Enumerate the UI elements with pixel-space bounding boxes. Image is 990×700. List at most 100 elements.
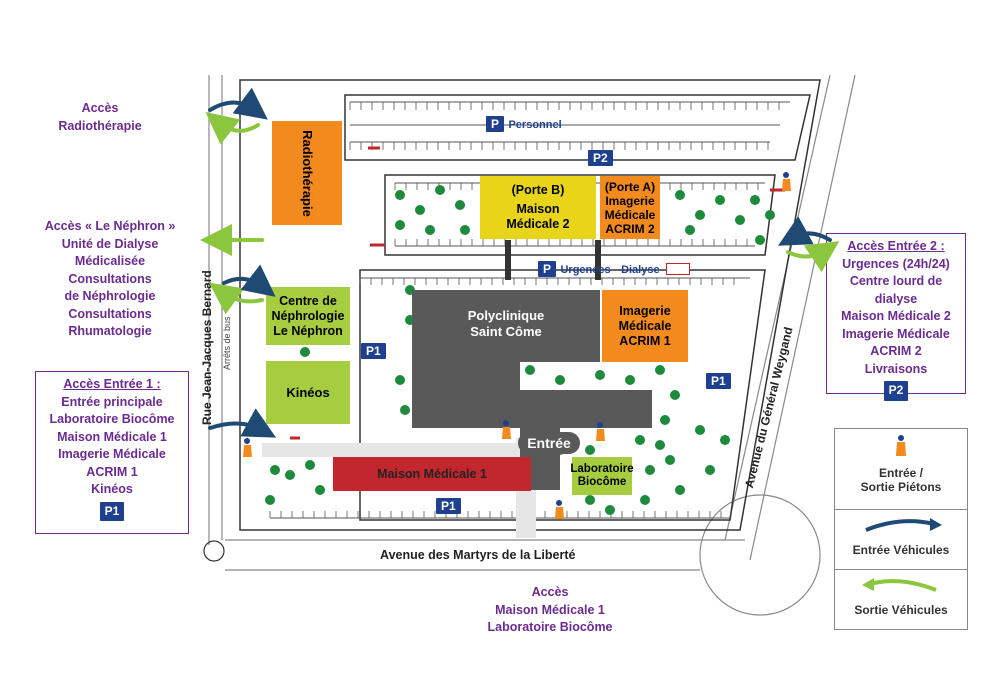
parking-urgences: P Urgences Dialyse bbox=[538, 260, 691, 278]
text-line: Laboratoire Biocôme bbox=[487, 620, 613, 634]
tree-icon bbox=[625, 375, 635, 385]
text-line: Imagerie Médicale bbox=[842, 326, 950, 341]
building-maison-medicale-2[interactable]: (Porte B) Maison Médicale 2 bbox=[480, 176, 596, 239]
building-label: ACRIM 2 bbox=[605, 221, 655, 236]
building-label: Biocôme bbox=[577, 476, 627, 488]
tree-icon bbox=[655, 365, 665, 375]
dialyse-label: Dialyse bbox=[621, 264, 660, 276]
tree-icon bbox=[765, 210, 775, 220]
entree-label: Entrée bbox=[527, 435, 571, 451]
tree-icon bbox=[720, 435, 730, 445]
building-nephrologie[interactable]: Centre de Néphrologie Le Néphron bbox=[266, 287, 350, 345]
building-label: Maison bbox=[516, 202, 560, 216]
building-label: Saint Côme bbox=[470, 324, 542, 339]
tree-icon bbox=[635, 435, 645, 445]
tree-icon bbox=[715, 195, 725, 205]
access-bottom-label: Accès Maison Médicale 1 Laboratoire Bioc… bbox=[470, 584, 630, 637]
tree-icon bbox=[555, 375, 565, 385]
parking-personnel: P Personnel bbox=[486, 115, 562, 133]
parking-p2-map: P2 bbox=[588, 150, 613, 166]
building-label: Imagerie bbox=[605, 193, 655, 208]
building-label: Néphrologie bbox=[271, 308, 345, 323]
tree-icon bbox=[670, 390, 680, 400]
parking-p1-map: P1 bbox=[436, 498, 461, 514]
building-imagerie-acrim1[interactable]: Imagerie Médicale ACRIM 1 bbox=[602, 290, 688, 362]
text-line: ACRIM 2 bbox=[870, 344, 922, 358]
text-line: Médicalisée bbox=[74, 254, 146, 268]
tree-icon bbox=[460, 225, 470, 235]
entree1-title: Accès Entrée 1 : bbox=[63, 377, 161, 391]
urgences-label: Urgences bbox=[560, 264, 611, 276]
bus-stop-label: Arrêts de bus bbox=[222, 316, 232, 370]
text-line: Centre lourd de dialyse bbox=[849, 274, 943, 306]
access-nephron-label: Accès « Le Néphron » Unité de Dialyse Mé… bbox=[20, 218, 200, 341]
building-label: (Porte A) bbox=[604, 179, 656, 194]
parking-p1-map: P1 bbox=[706, 373, 731, 389]
text-line: Livraisons bbox=[864, 361, 928, 376]
text-line: Entrée principale bbox=[61, 394, 163, 409]
text-line: Sortie Véhicules bbox=[854, 603, 948, 617]
tree-icon bbox=[695, 425, 705, 435]
text-line: Laboratoire Biocôme bbox=[49, 412, 175, 426]
pedestrian-icon bbox=[896, 435, 906, 456]
entree-marker: Entrée bbox=[518, 432, 580, 454]
access-entree1-box: Accès Entrée 1 : Entrée principale Labor… bbox=[35, 371, 189, 534]
text-line: Entrée / bbox=[878, 466, 923, 480]
tree-icon bbox=[640, 495, 650, 505]
tree-icon bbox=[315, 485, 325, 495]
legend: Entrée / Sortie Piétons Entrée Véhicules… bbox=[834, 428, 968, 630]
tree-icon bbox=[655, 440, 665, 450]
text-line: Accès bbox=[81, 101, 119, 115]
access-radiotherapy-label: Accès Radiothérapie bbox=[40, 100, 160, 135]
building-maison-medicale-1[interactable]: Maison Médicale 1 bbox=[333, 457, 531, 491]
tree-icon bbox=[415, 205, 425, 215]
building-kineos[interactable]: Kinéos bbox=[266, 361, 350, 424]
building-label: Médicale bbox=[604, 207, 656, 222]
text-line: de Néphrologie bbox=[64, 289, 156, 303]
tree-icon bbox=[455, 200, 465, 210]
building-label: Imagerie bbox=[619, 303, 671, 318]
tree-icon bbox=[305, 460, 315, 470]
tree-icon bbox=[705, 465, 715, 475]
building-label: Médicale 2 bbox=[506, 217, 570, 231]
tree-icon bbox=[585, 495, 595, 505]
legend-vehicle-out: Sortie Véhicules bbox=[835, 569, 967, 630]
road-jean-jacques-bernard: Rue Jean-Jacques Bernard bbox=[200, 270, 214, 425]
tree-icon bbox=[435, 185, 445, 195]
parking-icon: P bbox=[486, 116, 505, 132]
building-imagerie-acrim2[interactable]: (Porte A) Imagerie Médicale ACRIM 2 bbox=[600, 176, 660, 239]
text-line: Accès « Le Néphron » bbox=[44, 219, 176, 233]
vehicle-out-icon bbox=[862, 578, 937, 592]
text-line: ACRIM 1 bbox=[86, 464, 138, 479]
tree-icon bbox=[665, 455, 675, 465]
road-label: Rue Jean-Jacques Bernard bbox=[200, 270, 214, 425]
building-radiotherapie[interactable]: Radiothérapie bbox=[272, 121, 342, 225]
text-line: Sortie Piétons bbox=[860, 480, 942, 494]
text-line: Imagerie Médicale bbox=[58, 447, 166, 461]
text-line: Maison Médicale 1 bbox=[495, 602, 605, 617]
tree-icon bbox=[605, 505, 615, 515]
bus-label: Arrêts de bus bbox=[222, 316, 232, 370]
building-label: Médicale bbox=[618, 318, 672, 333]
tree-icon bbox=[695, 210, 705, 220]
road-martyrs-liberte: Avenue des Martyrs de la Liberté bbox=[380, 548, 575, 562]
tree-icon bbox=[685, 225, 695, 235]
building-label: Le Néphron bbox=[273, 323, 343, 338]
building-laboratoire-biocome[interactable]: Laboratoire Biocôme bbox=[570, 457, 634, 495]
building-label: Maison Médicale 1 bbox=[377, 466, 487, 481]
tree-icon bbox=[285, 470, 295, 480]
tree-icon bbox=[645, 465, 655, 475]
building-label: Radiothérapie bbox=[299, 129, 315, 217]
text-line: Rhumatologie bbox=[68, 324, 152, 338]
building-label: ACRIM 1 bbox=[619, 333, 671, 348]
tree-icon bbox=[270, 465, 280, 475]
text-line: Entrée Véhicules bbox=[852, 543, 950, 557]
tree-icon bbox=[755, 235, 765, 245]
tree-icon bbox=[750, 195, 760, 205]
text-line: Radiothérapie bbox=[58, 118, 142, 133]
text-line: Urgences (24h/24) bbox=[842, 256, 950, 271]
text-line: Consultations bbox=[68, 271, 152, 286]
tree-icon bbox=[525, 365, 535, 375]
legend-pedestrian: Entrée / Sortie Piétons bbox=[835, 429, 967, 509]
